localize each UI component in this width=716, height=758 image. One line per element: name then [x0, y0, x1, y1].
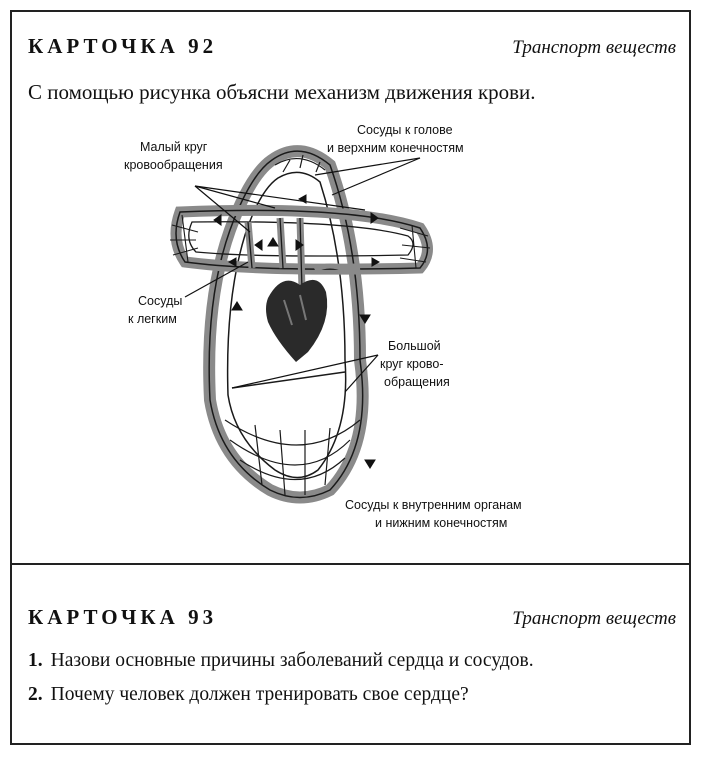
- question-1-number: 1.: [28, 650, 43, 671]
- systemic-label-1: Большой: [388, 339, 441, 353]
- label-lines: [184, 157, 421, 393]
- organ-vessels-label-2: и нижним конечностям: [375, 516, 507, 530]
- systemic-label-3: обращения: [384, 375, 450, 389]
- pulmonary-label-2: кровообращения: [124, 158, 223, 172]
- heart: [266, 279, 328, 362]
- head-vessels-label-2: и верхним конечностям: [327, 141, 464, 155]
- card-92-title: КАРТОЧКА 92: [28, 34, 218, 58]
- card-93-title: КАРТОЧКА 93: [28, 605, 218, 629]
- card-93-topic: Транспорт веществ: [512, 608, 676, 629]
- organ-vessels-label-1: Сосуды к внутренним органам: [345, 498, 522, 512]
- card-92-topic: Транспорт веществ: [512, 37, 676, 58]
- card-92-prompt: С помощью рисунка объясни механизм движе…: [28, 80, 536, 104]
- pulmonary-circuit: [170, 204, 433, 291]
- flow-arrows: [213, 194, 381, 469]
- systemic-circuit: [203, 145, 369, 504]
- question-2-number: 2.: [28, 684, 43, 705]
- circulation-diagram: Малый круг кровообращения Сосуды к голов…: [124, 123, 522, 530]
- pulmonary-label-1: Малый круг: [140, 140, 208, 154]
- head-vessels-label-1: Сосуды к голове: [357, 123, 453, 137]
- lung-vessels-label-2: к легким: [128, 312, 177, 326]
- question-2-text: Почему человек должен тренировать свое с…: [50, 684, 469, 705]
- question-1: 1. Назови основные причины заболеваний се…: [28, 650, 534, 672]
- question-2: 2. Почему человек должен тренировать свое…: [28, 684, 469, 706]
- systemic-label-2: круг крово-: [380, 357, 444, 371]
- card-divider: [10, 563, 691, 565]
- lung-vessels-label-1: Сосуды: [138, 294, 182, 308]
- diagram-labels: Малый круг кровообращения Сосуды к голов…: [124, 123, 522, 530]
- worksheet-frame: [10, 10, 691, 745]
- question-1-text: Назови основные причины заболеваний серд…: [50, 650, 534, 671]
